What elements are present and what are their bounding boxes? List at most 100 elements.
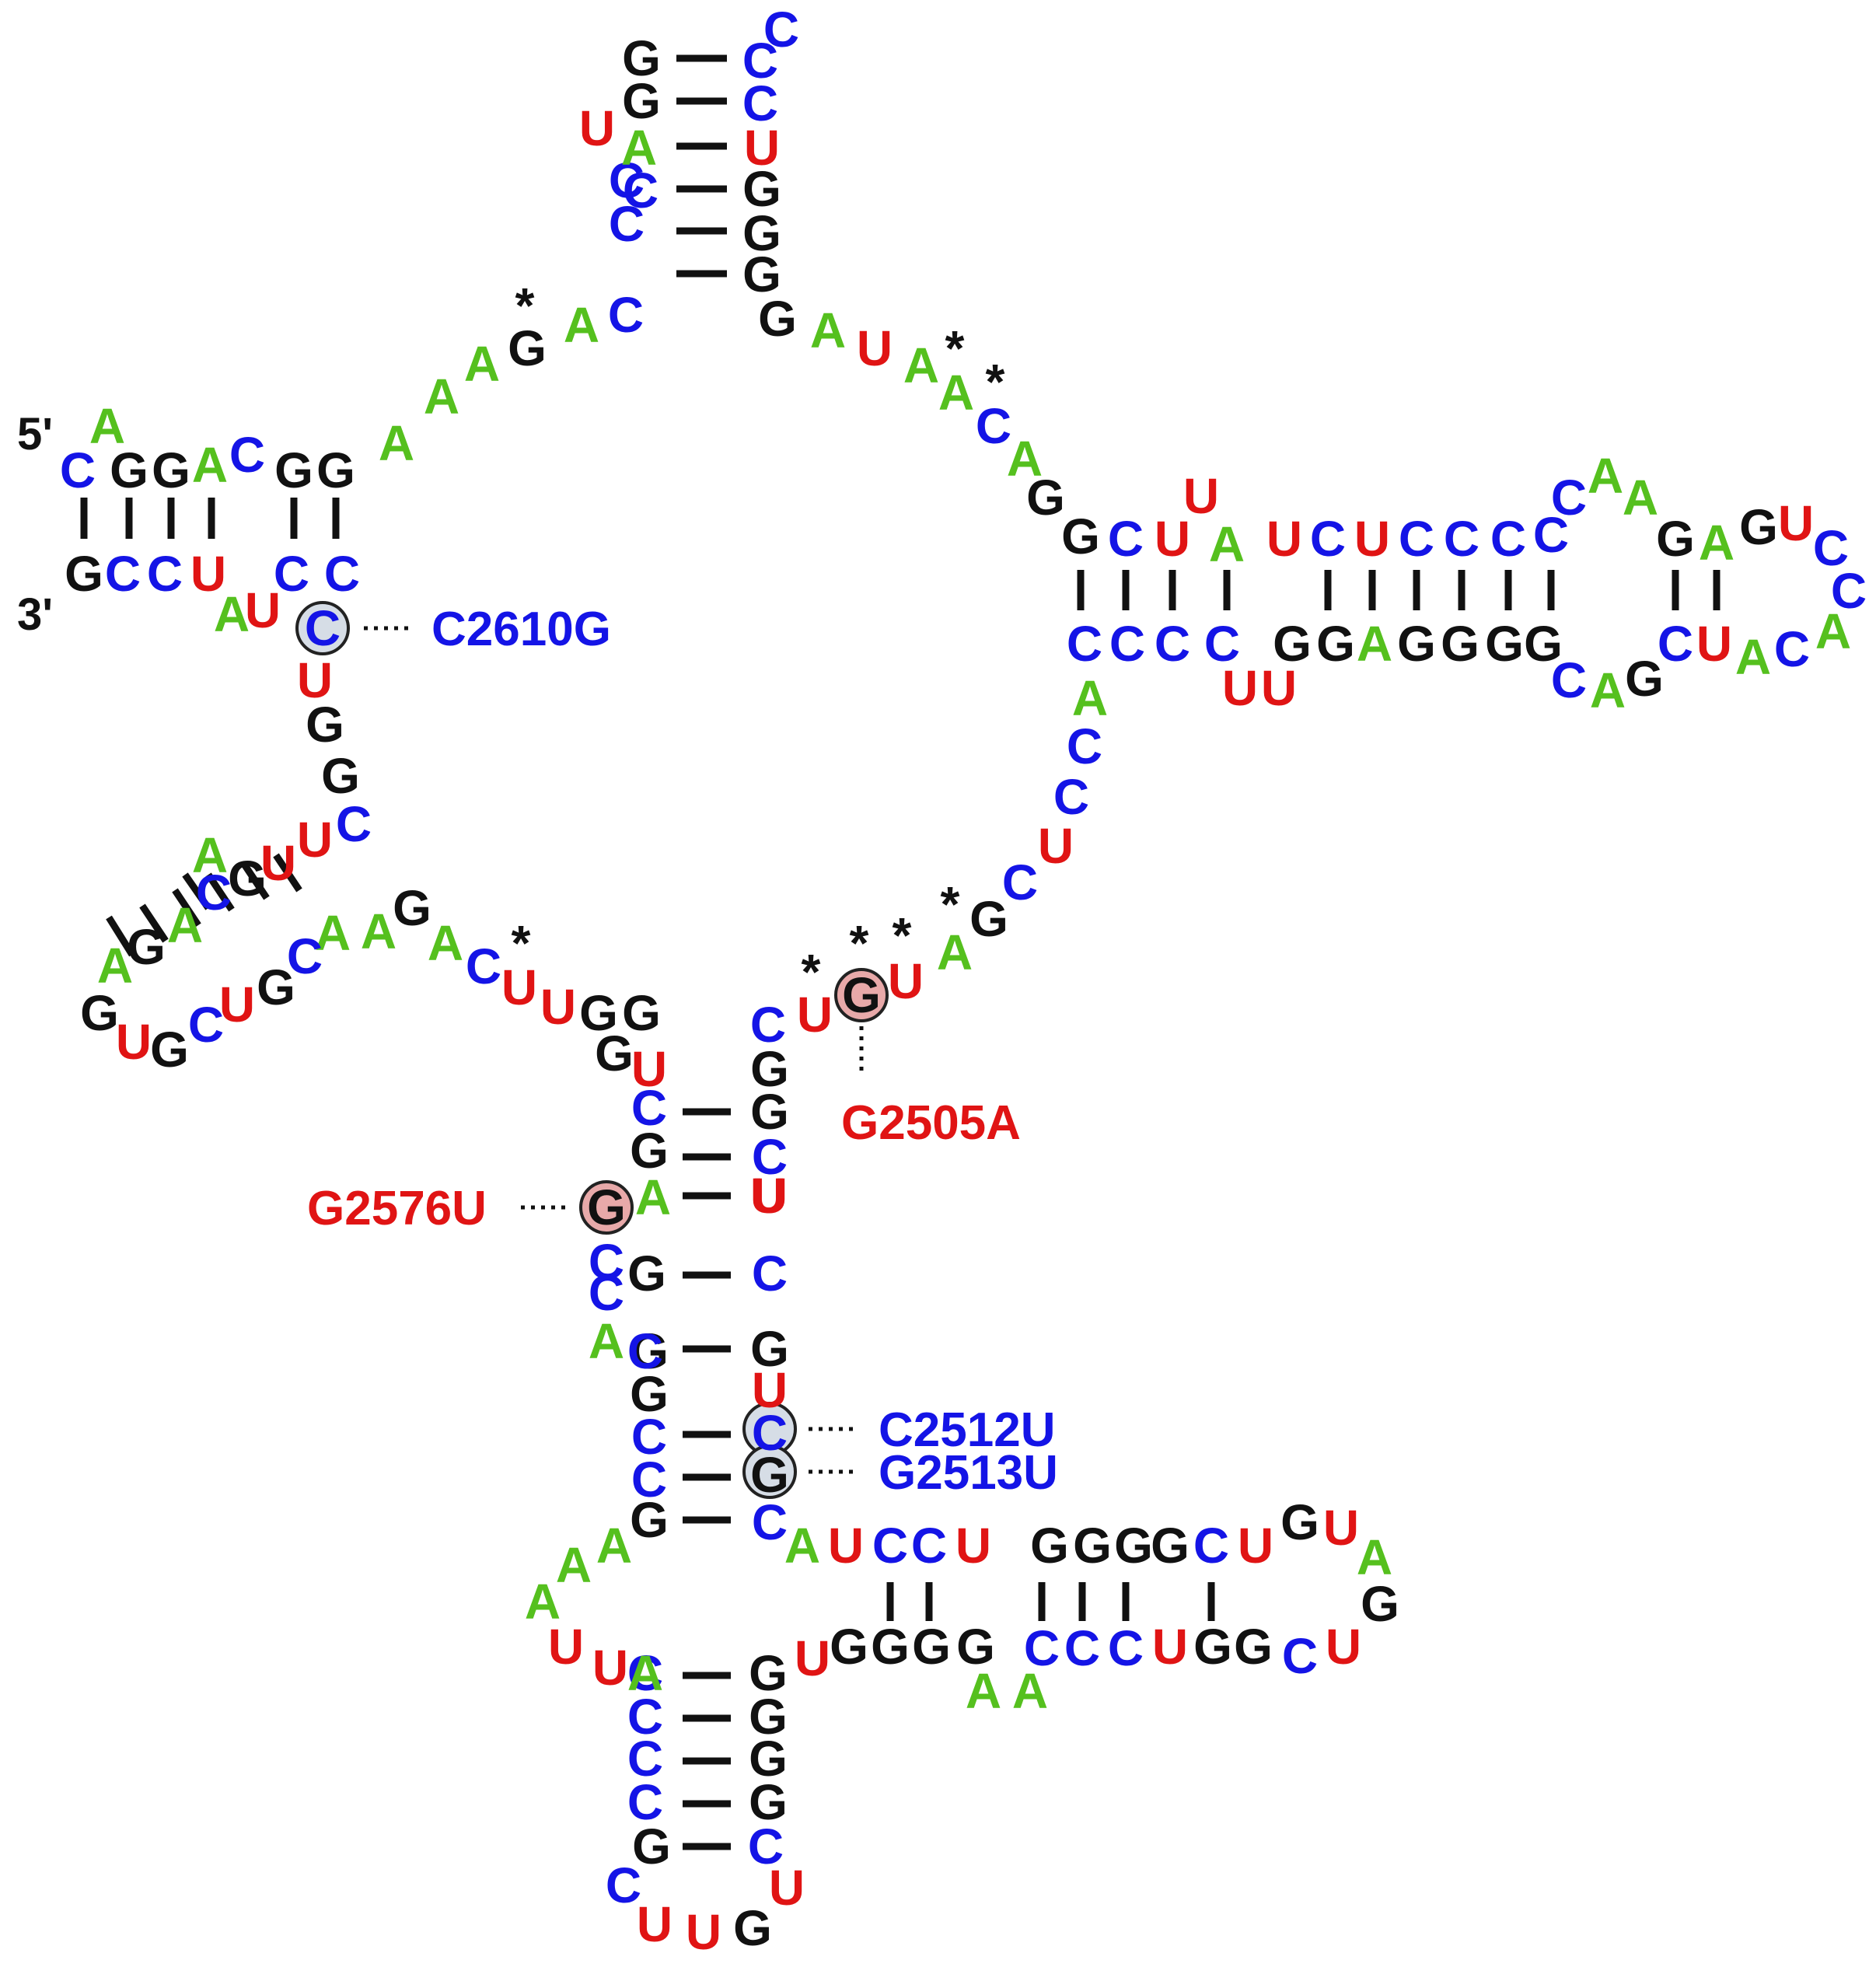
nucleotide-g: G <box>127 919 166 975</box>
nucleotide-g: G <box>630 1366 669 1422</box>
nucleotide-c: C <box>1002 854 1038 910</box>
nucleotide-a: A <box>315 905 351 961</box>
nucleotide-c: C <box>609 152 645 208</box>
nucleotide-g: G <box>1030 1518 1069 1574</box>
nucleotide-g: G <box>321 748 360 804</box>
nucleotide-g: G <box>1316 616 1355 672</box>
base-pair-bar <box>172 888 201 928</box>
nucleotide-a: A <box>596 1518 632 1574</box>
nucleotide-c: C <box>911 1518 947 1574</box>
nucleotide-g: G <box>1397 616 1436 672</box>
nucleotide-g: G <box>1524 616 1563 672</box>
nucleotide-c: C <box>1204 616 1240 672</box>
nucleotide-g: G <box>1625 651 1664 707</box>
nucleotide-c: C <box>976 398 1011 454</box>
nucleotide-a: A <box>635 1169 671 1225</box>
nucleotide-g: G <box>152 442 190 498</box>
base-pair-bar <box>205 872 235 912</box>
mutation-label-g2513u: G2513U <box>879 1446 1058 1500</box>
nucleotide-g: G <box>1485 616 1524 672</box>
nucleotide-g: G <box>750 1321 789 1377</box>
nucleotide-c: C <box>196 865 232 921</box>
nucleotide-g: G <box>595 1025 634 1081</box>
mutation-label-g2576u: G2576U <box>307 1182 487 1235</box>
nucleotide-u: U <box>744 120 780 176</box>
nucleotide-g: G <box>830 1619 868 1675</box>
nucleotide-a: A <box>937 924 973 980</box>
nucleotide-g: G <box>150 1022 189 1078</box>
nucleotide-g: G <box>912 1619 951 1675</box>
nucleotide-g: G <box>750 1084 789 1140</box>
nucleotide-u: U <box>245 582 281 638</box>
nucleotide-c: C <box>1831 563 1867 619</box>
nucleotide-c: C <box>105 546 141 602</box>
nucleotide-g: G <box>627 1246 666 1301</box>
mutation-leaders <box>364 626 864 1474</box>
nucleotide-u: U <box>1326 1619 1361 1675</box>
nucleotide-g: G <box>742 161 781 217</box>
nucleotide-c: C <box>60 442 96 498</box>
nucleotide-u: U <box>857 320 893 376</box>
nucleotide-a: A <box>564 297 599 353</box>
nucleotide-g: G <box>1061 508 1100 564</box>
nucleotide-u: U <box>1354 511 1390 567</box>
nucleotide-u: U <box>888 953 924 1009</box>
nucleotide-g: G <box>758 291 797 347</box>
nucleotide-g: G <box>871 1619 910 1675</box>
nucleotide-g: G <box>630 1123 669 1179</box>
nucleotide-u: U <box>1266 511 1302 567</box>
nucleotide-a: A <box>938 365 974 421</box>
nucleotide-c: C <box>742 33 778 89</box>
nucleotide-u: U <box>1323 1500 1359 1556</box>
nucleotide-c: C <box>1064 1620 1100 1676</box>
nucleotide-c: C <box>466 938 501 994</box>
nucleotide-g: G <box>1234 1619 1273 1675</box>
nucleotide-a: A <box>525 1574 561 1630</box>
nucleotide-c: C <box>752 1494 788 1550</box>
nucleotide-g: G <box>228 851 267 907</box>
nucleotide-g: G <box>749 1689 788 1745</box>
nucleotide-u: U <box>219 977 255 1032</box>
nucleotide-a: A <box>1007 431 1043 487</box>
nucleotide-a: A <box>784 1518 820 1574</box>
nucleotide-g: G <box>630 1323 669 1379</box>
nucleotide-c: C <box>1193 1518 1229 1574</box>
nucleotide-c: C <box>287 928 323 984</box>
asterisk: * <box>941 876 960 932</box>
nucleotide-g: G <box>742 205 781 261</box>
asterisk: * <box>802 944 821 1000</box>
nucleotide-c: C <box>1024 1620 1060 1676</box>
nucleotide-g: G <box>1656 511 1695 567</box>
nucleotide-c: C <box>763 2 799 58</box>
nucleotide-c: C <box>1813 520 1849 576</box>
nucleotide-c: C <box>589 1234 624 1290</box>
nucleotide-c: C <box>1109 616 1145 672</box>
mutation-circles <box>295 601 889 1499</box>
nucleotide-c: C <box>1155 616 1190 672</box>
base-pair-bars <box>80 54 1721 1850</box>
nucleotide-g: G <box>749 1645 788 1701</box>
nucleotide-g: G <box>1441 616 1479 672</box>
nucleotide-c: C <box>1053 769 1089 825</box>
nucleotide-g: G <box>579 985 618 1041</box>
nucleotide-c: C <box>1444 511 1479 567</box>
nucleotide-g: G <box>110 442 148 498</box>
nucleotide-g: G <box>393 880 431 936</box>
nucleotide-c: C <box>752 1405 788 1461</box>
nucleotide-u: U <box>190 546 226 602</box>
nucleotide-c: C <box>1490 511 1526 567</box>
nucleotide-u: U <box>1038 818 1074 874</box>
nucleotide-u: U <box>297 652 333 708</box>
nucleotide-c: C <box>752 1129 788 1185</box>
nucleotide-g: G <box>80 985 119 1041</box>
nucleotide-a: A <box>556 1537 592 1593</box>
nucleotide-g: G <box>742 246 781 302</box>
nucleotide-g: G <box>956 1619 995 1675</box>
nucleotide-g: G <box>65 546 103 602</box>
asterisk: * <box>850 915 869 971</box>
mutation-circle-g2576u <box>579 1180 634 1235</box>
nucleotide-a: A <box>192 437 228 493</box>
nucleotide-g: G <box>749 1774 788 1830</box>
nucleotide-a: A <box>428 915 463 971</box>
